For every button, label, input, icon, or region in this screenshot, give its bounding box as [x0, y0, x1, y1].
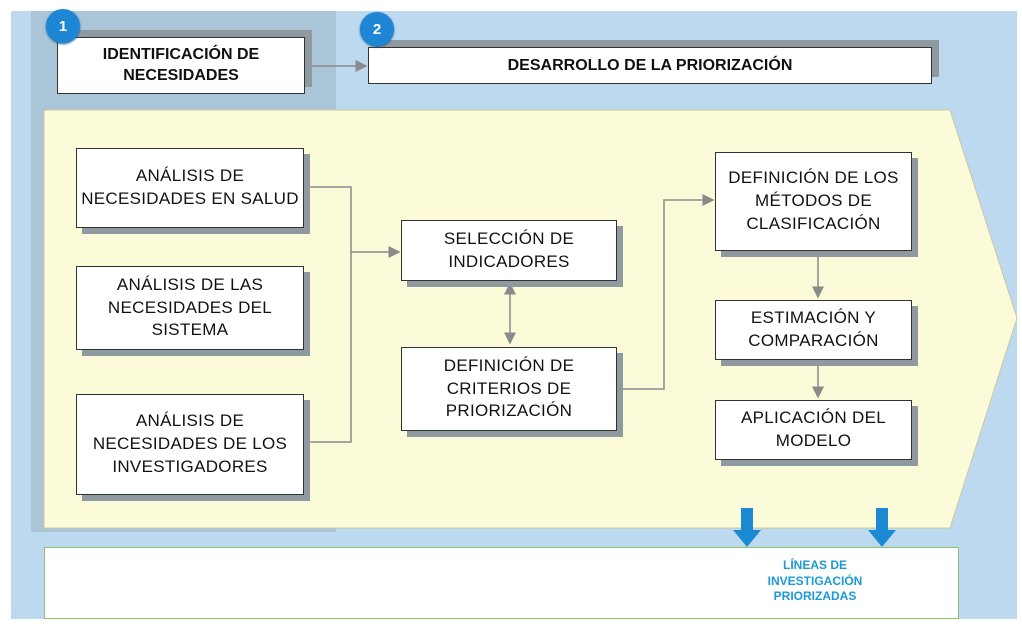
connector-health	[304, 186, 352, 252]
indicators-box: SELECCIÓN DE INDICADORES	[401, 220, 617, 281]
connector-criteria-methods	[617, 194, 715, 390]
estimation-label: ESTIMACIÓN Y COMPARACIÓN	[748, 308, 879, 350]
criteria-label: DEFINICIÓN DE CRITERIOS DE PRIORIZACIÓN	[443, 355, 575, 421]
system-needs-label: ANÁLISIS DE LAS NECESIDADES DEL SISTEMA	[107, 274, 273, 340]
output-box	[44, 547, 959, 619]
methods-label: DEFINICIÓN DE LOS MÉTODOS DE CLASIFICACI…	[728, 168, 899, 233]
system-needs-box: ANÁLISIS DE LAS NECESIDADES DEL SISTEMA	[76, 266, 304, 350]
researchers-needs-label: ANÁLISIS DE NECESIDADES DE LOS INVESTIGA…	[92, 411, 288, 476]
methods-box: DEFINICIÓN DE LOS MÉTODOS DE CLASIFICACI…	[715, 152, 912, 251]
step2-header: DESARROLLO DE LA PRIORIZACIÓN	[368, 47, 932, 84]
researchers-needs-box: ANÁLISIS DE NECESIDADES DE LOS INVESTIGA…	[76, 394, 304, 495]
output-label: LÍNEAS DE INVESTIGACIÓN PRIORIZADAS	[767, 558, 863, 604]
health-needs-box: ANÁLISIS DE NECESIDADES EN SALUD	[76, 148, 304, 228]
down-arrow-right	[868, 508, 896, 547]
connector-researchers	[304, 252, 352, 443]
step1-title: IDENTIFICACIÓN DE NECESIDADES	[102, 45, 260, 84]
step1-number: 1	[58, 17, 68, 35]
step1-header: IDENTIFICACIÓN DE NECESIDADES	[57, 37, 305, 94]
estimation-box: ESTIMACIÓN Y COMPARACIÓN	[715, 300, 912, 360]
step2-number: 2	[372, 20, 382, 38]
application-label: APLICACIÓN DEL MODELO	[741, 408, 886, 450]
step1-badge: 1	[46, 9, 80, 43]
health-needs-label: ANÁLISIS DE NECESIDADES EN SALUD	[81, 166, 299, 208]
step2-title: DESARROLLO DE LA PRIORIZACIÓN	[507, 56, 793, 74]
step2-badge: 2	[360, 12, 394, 46]
indicators-label: SELECCIÓN DE INDICADORES	[443, 228, 575, 271]
down-arrow-left	[733, 508, 761, 547]
application-box: APLICACIÓN DEL MODELO	[715, 400, 912, 460]
criteria-box: DEFINICIÓN DE CRITERIOS DE PRIORIZACIÓN	[401, 347, 617, 431]
